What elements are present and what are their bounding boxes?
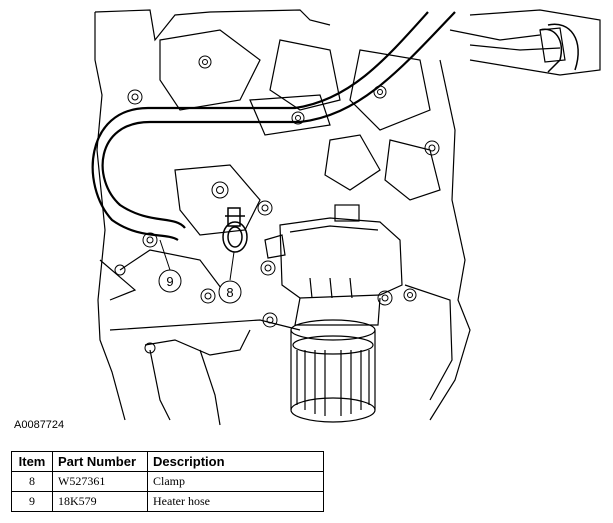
cell-description: Heater hose bbox=[147, 491, 324, 512]
callout-leaders bbox=[159, 239, 235, 281]
table-header-row: Item Part Number Description bbox=[11, 451, 324, 472]
callout-8: 8 bbox=[218, 280, 242, 304]
bolt-heads bbox=[114, 55, 440, 354]
header-description: Description bbox=[147, 451, 324, 472]
engine-block bbox=[94, 9, 601, 426]
callout-label: 8 bbox=[226, 285, 233, 300]
callout-circle-icon bbox=[158, 269, 182, 293]
cell-part-number: W527361 bbox=[52, 471, 148, 492]
heater-hose bbox=[91, 11, 456, 241]
engine-line-drawing: 9 8 bbox=[91, 9, 601, 426]
parts-table: Item Part Number Description 8 W527361 C… bbox=[11, 451, 324, 512]
figure-id: A0087724 bbox=[14, 419, 65, 431]
header-item: Item bbox=[11, 451, 53, 472]
table-row: 8 W527361 Clamp bbox=[11, 471, 324, 492]
callout-9: 9 bbox=[158, 269, 182, 293]
cell-part-number: 18K579 bbox=[52, 491, 148, 512]
oil-filter-assembly bbox=[264, 204, 403, 423]
callout-circle-icon bbox=[218, 280, 242, 304]
callout-label: 9 bbox=[166, 274, 173, 289]
cell-item: 9 bbox=[11, 491, 53, 512]
cell-description: Clamp bbox=[147, 471, 324, 492]
upper-right-hose bbox=[539, 23, 579, 73]
table-row: 9 18K579 Heater hose bbox=[11, 491, 324, 512]
header-part-number: Part Number bbox=[52, 451, 148, 472]
hose-clamp bbox=[222, 207, 248, 253]
cell-item: 8 bbox=[11, 471, 53, 492]
